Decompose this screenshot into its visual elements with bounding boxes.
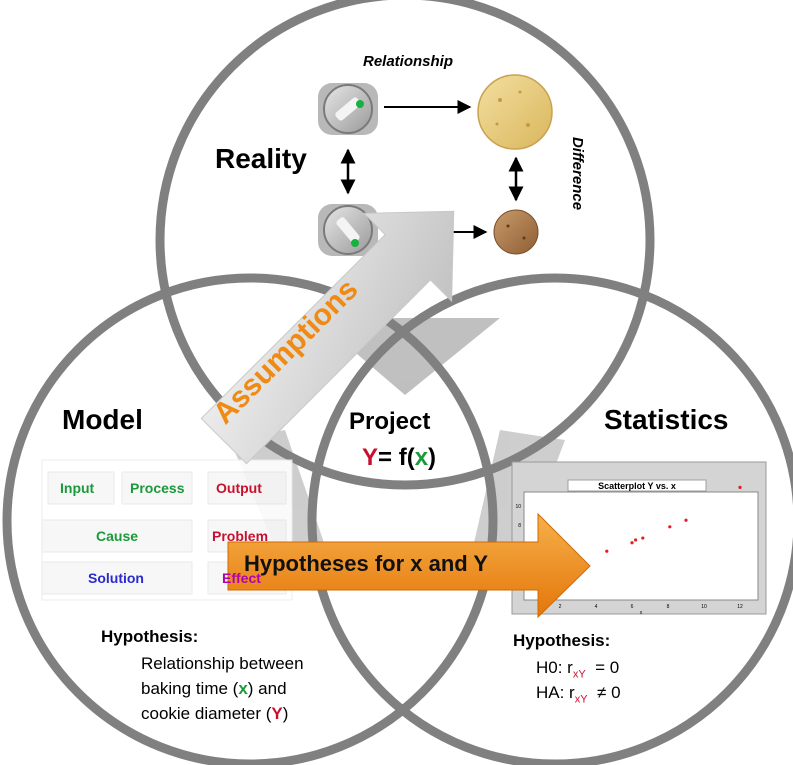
model-hypothesis-line2: baking time (x) and [141, 677, 287, 701]
flow-box-process [121, 471, 193, 505]
statistics-circle [307, 273, 793, 765]
formula-x: x [414, 444, 429, 471]
flow-problem-label: Problem [212, 528, 269, 544]
scatter-point [630, 541, 634, 545]
chart-title-box [567, 479, 707, 492]
flow-output-label: Output [216, 480, 262, 496]
flow-cause-label: Cause [96, 528, 139, 544]
statistics-title: Statistics [604, 404, 729, 435]
y-tick-label: 8 [518, 523, 521, 529]
timer-icon [318, 83, 378, 135]
h0-prefix: H0: r [536, 658, 573, 677]
timer-icon [318, 204, 378, 256]
formula-end: ) [428, 444, 437, 471]
x-tick-label: 4 [595, 604, 598, 610]
hyp-line3-var: Y [271, 704, 283, 723]
assumptions-arrow [200, 210, 455, 465]
scatter-point [641, 536, 645, 540]
flow-input-label: Input [60, 480, 95, 496]
ha-rhs: ≠ 0 [597, 683, 621, 702]
reality-title: Reality [215, 143, 307, 174]
hyp-line3-post: ) [282, 704, 289, 723]
x-tick-label: 8 [667, 604, 670, 610]
formula-y: Y [362, 444, 379, 471]
ha-sub-x: x [574, 693, 581, 706]
x-axis-label: x [640, 610, 643, 616]
scatter-point [605, 549, 609, 553]
stats-ha: HA: rxY ≠ 0 [536, 681, 621, 711]
stats-h0: H0: rxY = 0 [536, 656, 619, 686]
ha-prefix: HA: r [536, 683, 575, 702]
scatter-point [738, 485, 742, 489]
model-circle [2, 273, 498, 765]
h0-sub-x: x [572, 668, 579, 681]
reality-circle [155, 0, 655, 490]
ha-sub-y: Y [580, 693, 588, 706]
formula-mid: = f( [378, 444, 415, 471]
flow-box-solution [41, 561, 193, 595]
model-hypothesis-title: Hypothesis: [101, 627, 199, 646]
flow-box-input [47, 471, 115, 505]
cookie-small-icon [493, 209, 539, 255]
h0-sub-y: Y [578, 668, 586, 681]
difference-label: Difference [569, 136, 587, 211]
flow-process-label: Process [130, 480, 185, 496]
flow-box-cause [41, 519, 193, 553]
chart-title: Scatterplot Y vs. x [598, 481, 676, 491]
flow-box-output [207, 471, 287, 505]
scatter-point [668, 525, 672, 529]
h0-rhs: = 0 [595, 658, 620, 677]
project-formula: Y= f(x) [362, 444, 436, 472]
hyp-line2-var: x [238, 679, 248, 698]
x-tick-label: 2 [559, 604, 562, 610]
x-tick-label: 6 [631, 604, 634, 610]
cookie-large-icon [477, 74, 553, 150]
model-hypothesis-line1: Relationship between [141, 654, 304, 673]
hyp-line2-pre: baking time ( [141, 679, 239, 698]
scatter-point [634, 538, 638, 542]
hypotheses-label: Hypotheses for x and Y [244, 551, 489, 576]
model-title: Model [62, 404, 143, 435]
relationship-label: Relationship [363, 53, 454, 70]
x-tick-label: 12 [737, 604, 743, 610]
hypotheses-arrow [227, 512, 591, 619]
x-tick-label: 10 [701, 604, 707, 610]
y-tick-label: 10 [515, 504, 521, 510]
project-title: Project [349, 408, 431, 435]
flow-effect-label: Effect [222, 570, 261, 586]
model-hypothesis-line3: cookie diameter (Y) [141, 702, 288, 726]
flow-solution-label: Solution [88, 570, 144, 586]
stats-hypothesis-title: Hypothesis: [513, 631, 611, 650]
hyp-line3-pre: cookie diameter ( [141, 704, 272, 723]
scatter-point [684, 518, 688, 522]
hyp-line2-post: ) and [247, 679, 287, 698]
